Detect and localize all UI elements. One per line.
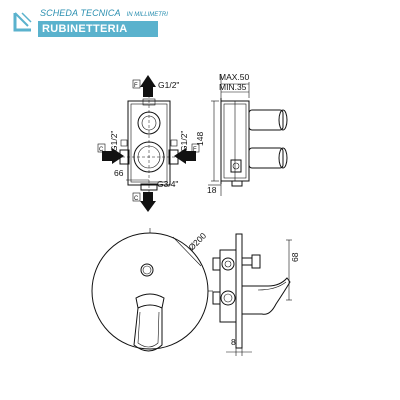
page-title: SCHEDA TECNICA xyxy=(40,8,121,18)
brand-logo-icon xyxy=(13,12,32,32)
dim-diameter: Ø200 xyxy=(186,230,208,252)
dim-18: 18 xyxy=(207,185,217,195)
unit-note: IN MILLIMETRI xyxy=(126,12,168,18)
thread-label-left: G1/2" xyxy=(109,131,119,152)
category-banner: RUBINETTERIA xyxy=(38,21,158,37)
arrow-mark-left: C xyxy=(99,147,104,153)
arrow-mark-right: F xyxy=(193,147,197,153)
dim-66: 66 xyxy=(114,168,124,178)
inlet-arrow-left: C xyxy=(97,143,124,164)
thread-label-right: G1/2" xyxy=(179,131,189,152)
header: SCHEDA TECNICA IN MILLIMETRI RUBINETTERI… xyxy=(0,0,400,44)
thread-label-top: G1/2" xyxy=(158,80,179,90)
arrow-mark-bottom: C xyxy=(134,196,139,202)
dim-148: 148 xyxy=(195,132,205,146)
dim-68: 68 xyxy=(290,252,300,262)
dim-8: 8 xyxy=(231,337,236,347)
valve-body-side-view xyxy=(220,98,288,187)
inlet-arrow-top: F xyxy=(132,75,156,97)
thread-label-bottom: G3/4" xyxy=(157,179,178,189)
dim-max-depth: MAX.50 xyxy=(219,72,250,82)
arrow-mark-top: F xyxy=(134,83,138,89)
outlet-arrow-bottom: C xyxy=(132,192,156,212)
valve-body-top-view xyxy=(112,95,186,195)
mixer-side-view xyxy=(212,233,291,349)
inlet-arrow-right: F xyxy=(174,143,200,164)
dim-min-depth: MIN.35 xyxy=(219,82,247,92)
